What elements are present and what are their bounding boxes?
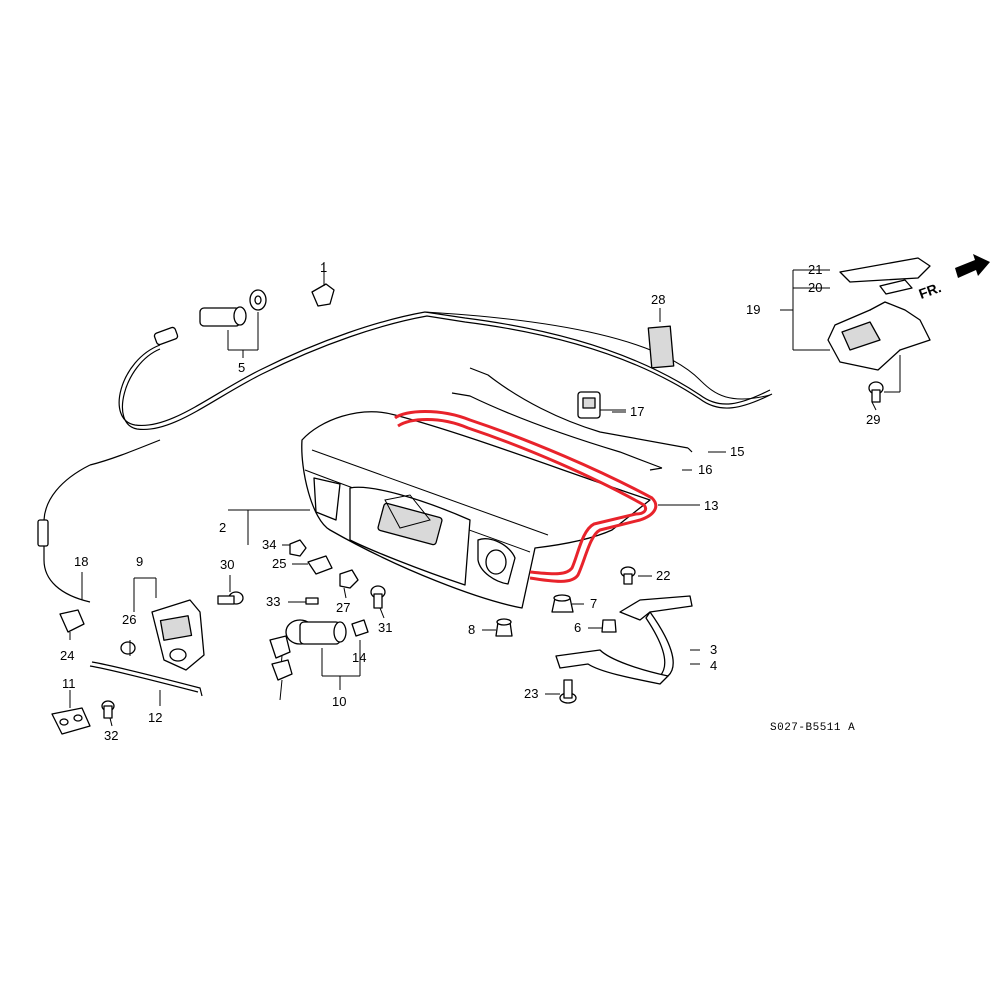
parts-10-14-lock-cylinder	[269, 619, 369, 701]
callout-15: 15	[730, 444, 744, 459]
callout-13: 13	[704, 498, 718, 513]
callout-26: 26	[122, 612, 136, 627]
callout-4: 4	[710, 658, 717, 673]
part-28-pad	[647, 325, 675, 369]
callout-25: 25	[272, 556, 286, 571]
callout-33: 33	[266, 594, 280, 609]
callout-11: 11	[62, 676, 76, 691]
release-cable	[37, 311, 773, 603]
callout-18: 18	[74, 554, 88, 569]
callout-19: 19	[746, 302, 760, 317]
callout-30: 30	[220, 557, 234, 572]
callout-1: 1	[320, 260, 327, 275]
parts-11-32-bracket	[51, 690, 115, 735]
callout-10: 10	[332, 694, 346, 709]
callout-2: 2	[219, 520, 226, 535]
callout-20: 20	[808, 280, 822, 295]
callout-34: 34	[262, 537, 276, 552]
part-5-opener	[153, 289, 267, 358]
parts-15-16-torsion-bars	[451, 367, 693, 471]
callout-27: 27	[336, 600, 350, 615]
callout-28: 28	[651, 292, 665, 307]
callout-16: 16	[698, 462, 712, 477]
callout-6: 6	[574, 620, 581, 635]
leader-lines	[109, 262, 877, 727]
trunk-outline	[424, 311, 771, 400]
callout-32: 32	[104, 728, 118, 743]
part-29-bolt	[868, 381, 884, 403]
parts-9-26-latch	[120, 577, 205, 671]
part-12-rod	[89, 661, 203, 697]
callout-23: 23	[524, 686, 538, 701]
part-2-trunk-lid	[301, 411, 651, 609]
parts-19-21-opener	[780, 257, 931, 393]
callout-24: 24	[60, 648, 74, 663]
callout-22: 22	[656, 568, 670, 583]
misc-fasteners	[217, 539, 386, 609]
callout-17: 17	[630, 404, 644, 419]
callout-14: 14	[352, 650, 366, 665]
parts-3-4-hinge	[555, 595, 700, 685]
callout-5: 5	[238, 360, 245, 375]
callout-8: 8	[468, 622, 475, 637]
callout-3: 3	[710, 642, 717, 657]
callout-31: 31	[378, 620, 392, 635]
part-17-switch	[577, 391, 626, 419]
parts-18-24-cable-end	[59, 572, 85, 640]
callout-7: 7	[590, 596, 597, 611]
small-fasteners	[495, 566, 636, 704]
front-arrow-icon	[955, 254, 990, 278]
callout-labels: 1 2 3 4 5 6 7 8 9 10 11 12 13 14 15 16 1…	[60, 260, 880, 743]
callout-9: 9	[136, 554, 143, 569]
part-1-clip	[311, 276, 335, 307]
callout-12: 12	[148, 710, 162, 725]
diagram-code: S027-B5511 A	[770, 722, 855, 734]
callout-29: 29	[866, 412, 880, 427]
callout-21: 21	[808, 262, 822, 277]
front-direction-label: FR.	[917, 279, 944, 302]
part-13-weatherstrip	[394, 410, 658, 583]
